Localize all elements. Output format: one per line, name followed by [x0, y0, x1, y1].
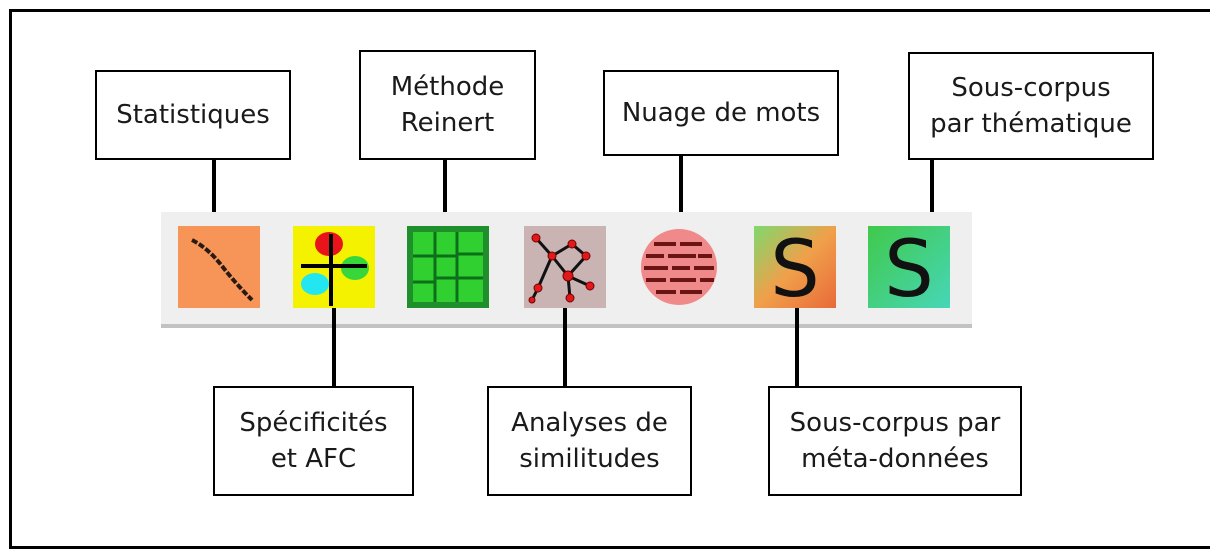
svg-text:S: S — [884, 226, 934, 308]
similarity-analysis-icon[interactable] — [524, 226, 606, 308]
label-analyses-similitudes: Analyses de similitudes — [487, 386, 692, 496]
label-specificites-afc: Spécificités et AFC — [213, 386, 414, 496]
statistics-icon[interactable] — [178, 226, 260, 308]
connector-methode-reinert — [443, 160, 447, 228]
connector-analyses-similitudes — [563, 308, 567, 388]
connector-statistiques — [212, 160, 216, 228]
label-souscorpus-metadonnees: Sous-corpus par méta-données — [768, 386, 1022, 496]
word-cloud-icon[interactable] — [638, 226, 720, 308]
connector-souscorpus-metadonnees — [795, 308, 799, 388]
subcorpus-metadata-icon[interactable]: S — [754, 226, 836, 308]
reinert-method-icon[interactable] — [407, 226, 489, 308]
connector-specificites-afc — [332, 308, 336, 388]
svg-text:S: S — [770, 226, 820, 308]
connector-souscorpus-thematique — [930, 160, 934, 228]
label-souscorpus-thematique: Sous-corpus par thématique — [908, 52, 1154, 160]
subcorpus-thematic-icon[interactable]: S — [868, 226, 950, 308]
specificities-afc-icon[interactable] — [293, 226, 375, 308]
label-statistiques: Statistiques — [95, 70, 291, 160]
label-nuage-de-mots: Nuage de mots — [603, 70, 839, 156]
connector-nuage-de-mots — [679, 156, 683, 228]
label-methode-reinert: Méthode Reinert — [359, 50, 536, 160]
